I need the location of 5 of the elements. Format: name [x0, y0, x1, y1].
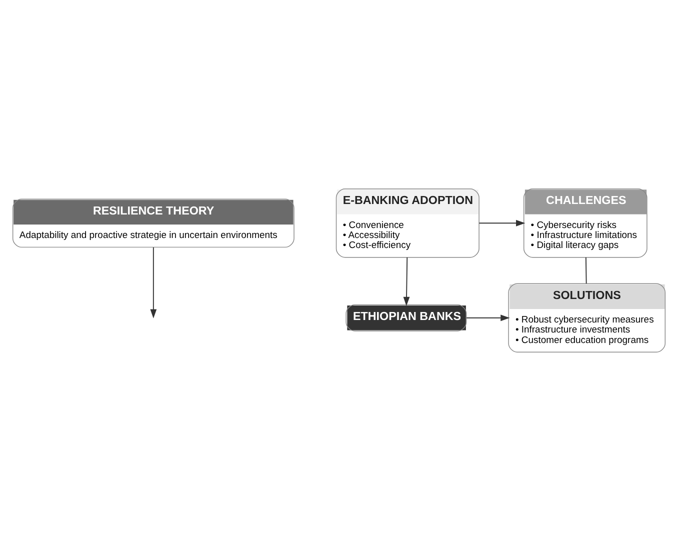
connector [585, 257, 587, 284]
arrow [466, 314, 510, 322]
arrow [478, 220, 526, 226]
arrow [150, 246, 157, 318]
arrow [403, 257, 410, 306]
